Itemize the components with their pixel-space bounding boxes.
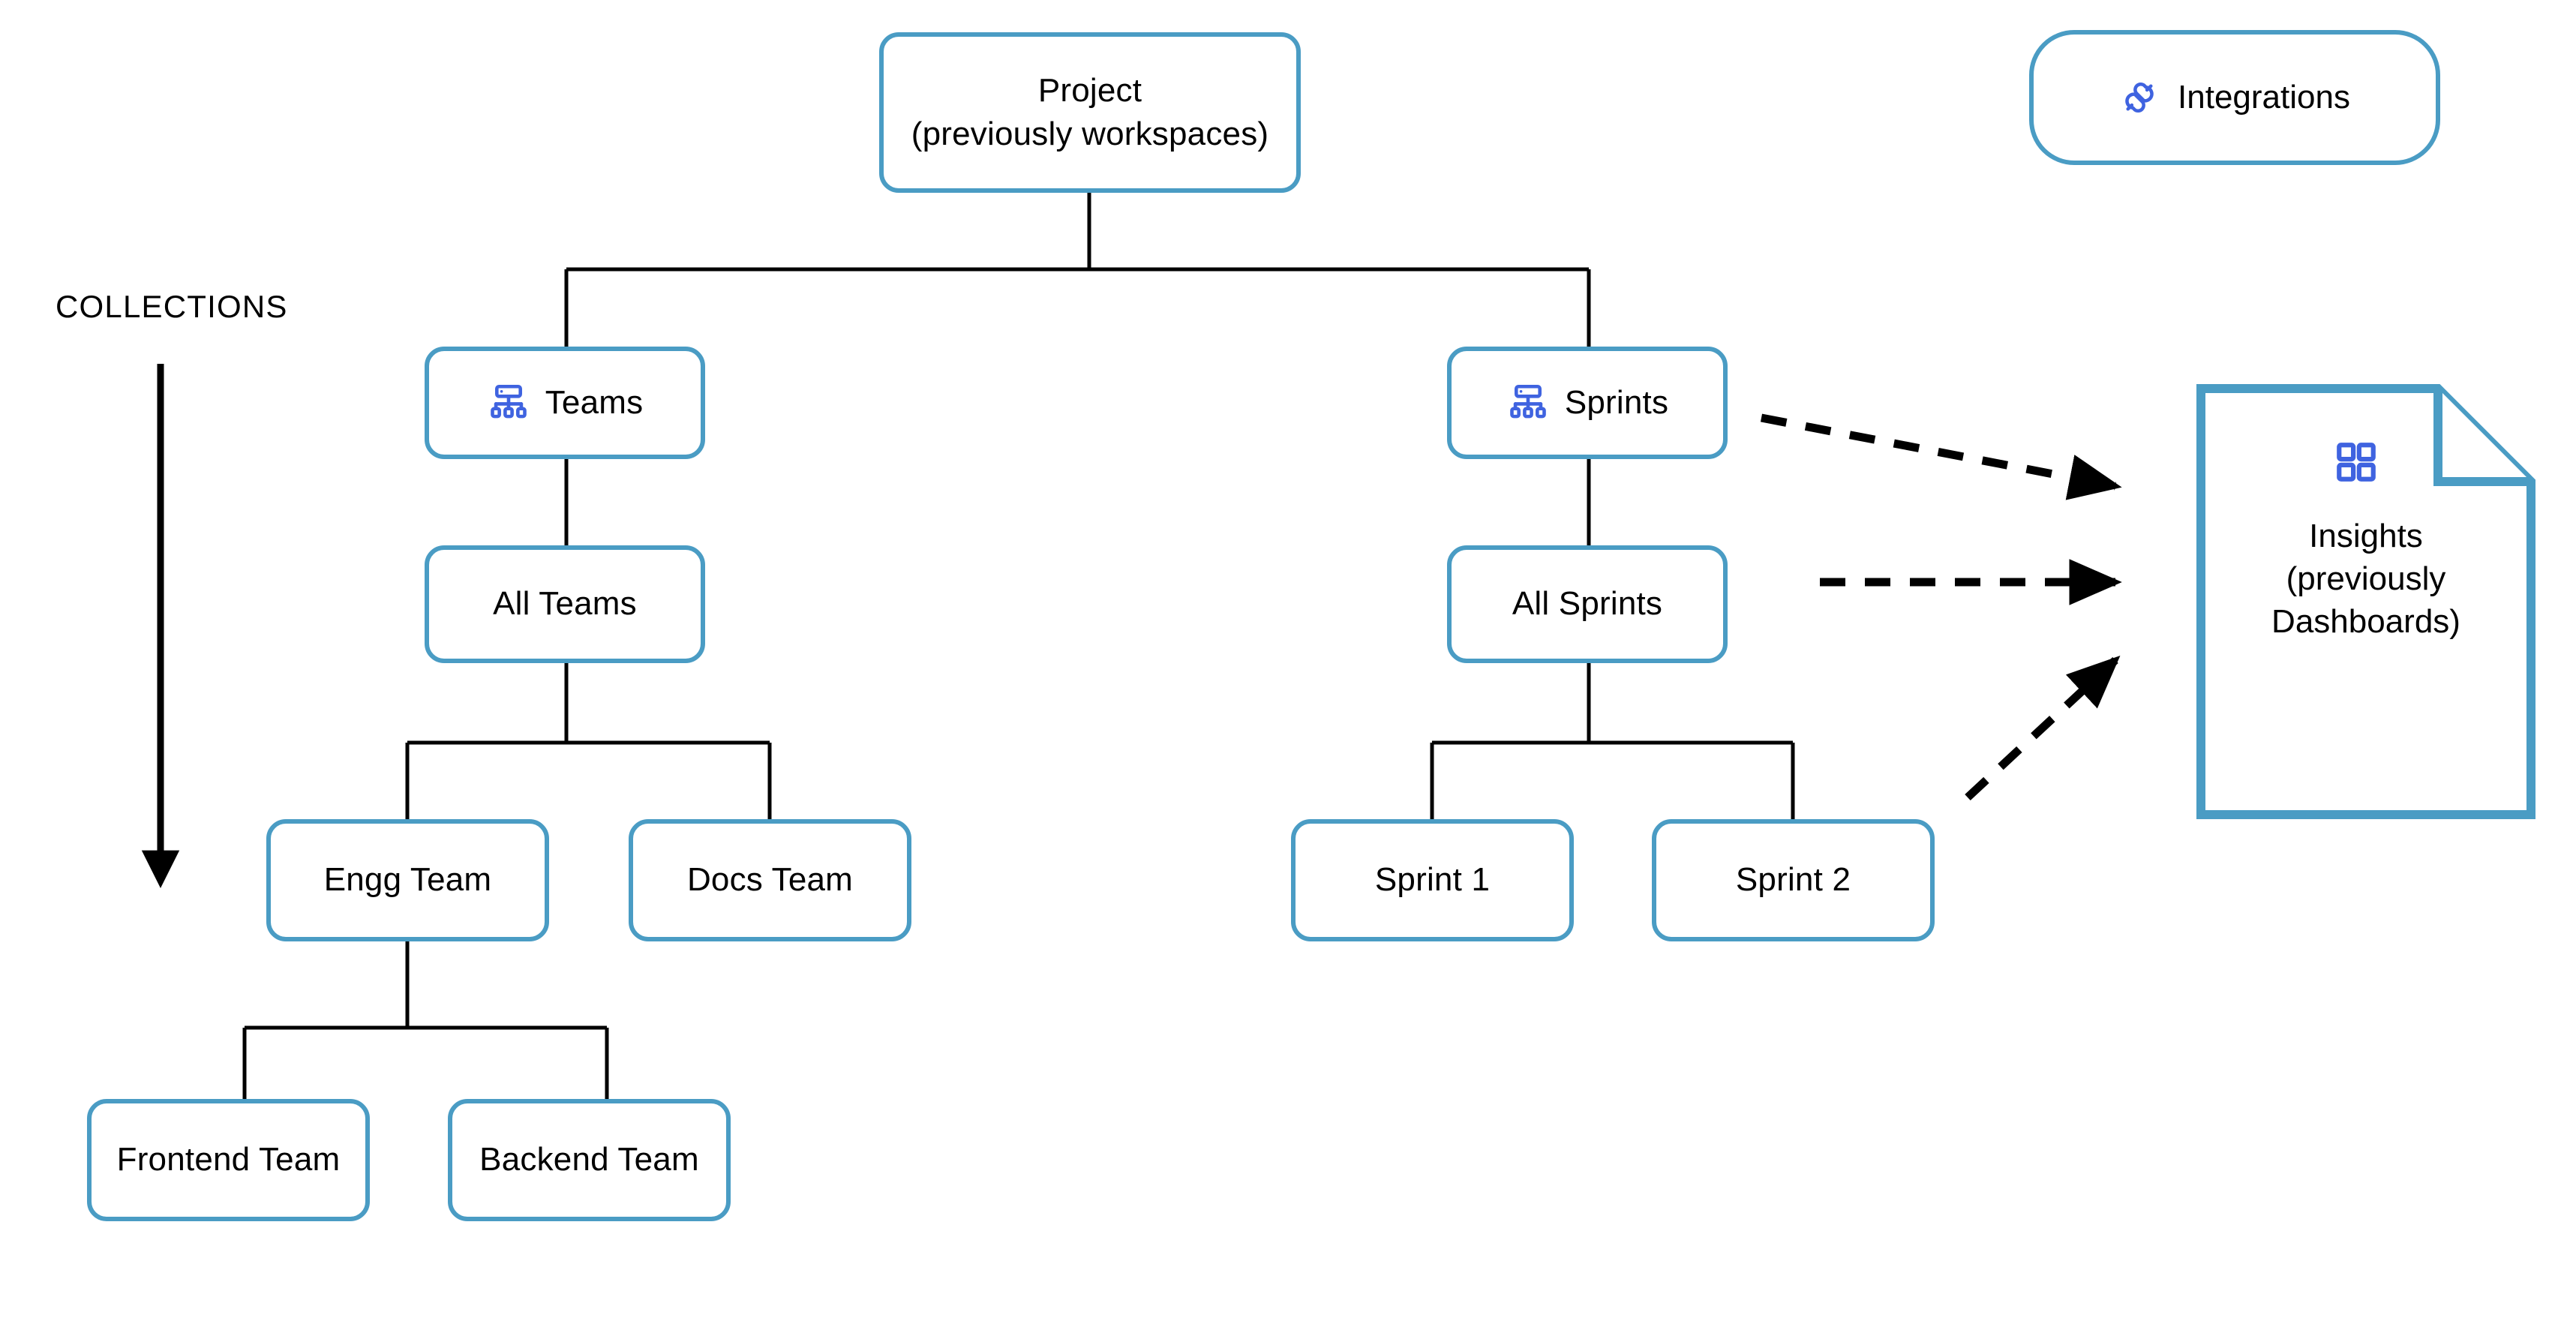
insights-label: Insights (previously Dashboards) [2271,518,2460,641]
backend-team-label: Backend Team [479,1141,699,1178]
integrations-label: Integrations [2178,79,2350,116]
sprints-label: Sprints [1564,383,1669,421]
collections-section-label: COLLECTIONS [56,289,288,324]
edge-engg-to-subteams [242,941,609,1099]
document-shape [2196,384,2535,819]
sprints-node[interactable]: Sprints [1447,347,1728,459]
engg-team-label: Engg Team [323,861,492,899]
hierarchy-icon [487,381,530,425]
edge-all-teams-to-subteams [405,663,772,819]
all-teams-label: All Teams [493,585,637,623]
backend-team-node[interactable]: Backend Team [448,1099,731,1221]
sprint-1-label: Sprint 1 [1374,861,1491,899]
project-node[interactable]: Project (previously workspaces) [879,32,1301,193]
sprint-1-node[interactable]: Sprint 1 [1291,819,1574,941]
all-sprints-node[interactable]: All Sprints [1447,545,1728,663]
insights-node[interactable]: Insights (previously Dashboards) [2196,384,2535,819]
docs-team-node[interactable]: Docs Team [629,819,911,941]
docs-team-label: Docs Team [686,861,854,899]
grid-dashboard-icon [2333,439,2379,489]
hierarchy-icon [1506,381,1550,425]
all-sprints-label: All Sprints [1512,585,1663,623]
sprint-2-label: Sprint 2 [1735,861,1851,899]
all-teams-node[interactable]: All Teams [425,545,705,663]
edge-project-to-children [564,193,1591,347]
edge-all-sprints-to-sprints [1430,663,1795,819]
teams-node[interactable]: Teams [425,347,705,459]
sprint-2-node[interactable]: Sprint 2 [1652,819,1935,941]
plug-connector-icon [2119,77,2160,118]
project-label: Project (previously workspaces) [911,71,1269,152]
frontend-team-node[interactable]: Frontend Team [87,1099,370,1221]
integrations-node[interactable]: Integrations [2029,30,2440,165]
frontend-team-label: Frontend Team [116,1141,341,1178]
dashed-edges-to-insights [1760,413,2122,801]
engg-team-node[interactable]: Engg Team [266,819,549,941]
teams-label: Teams [545,383,644,421]
